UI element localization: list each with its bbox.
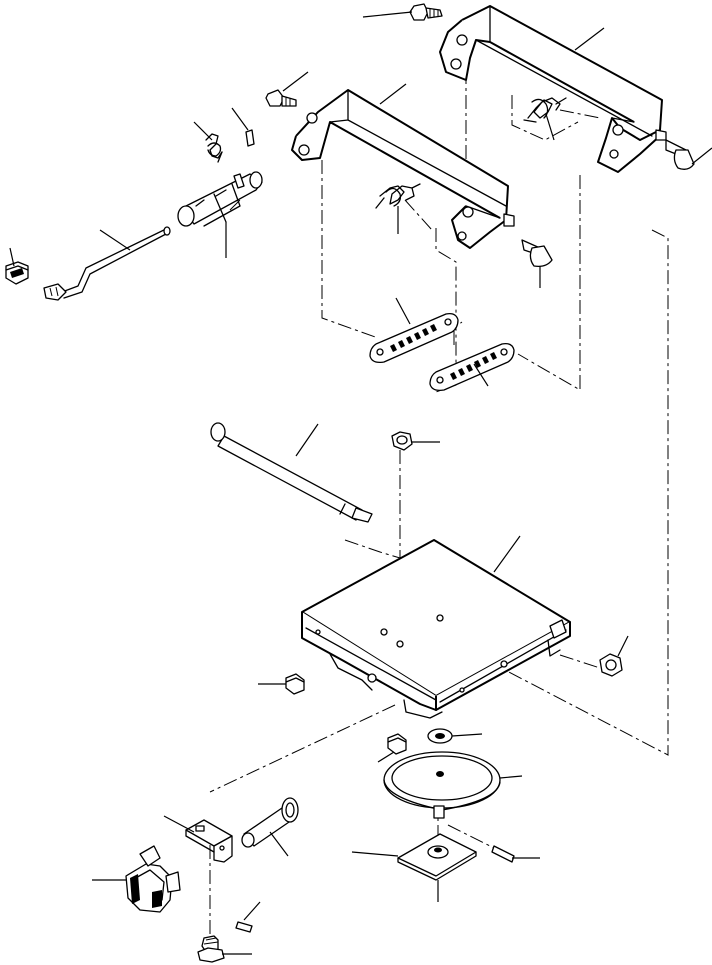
- mount-plate: [351, 833, 477, 902]
- hex-nut-side: [599, 635, 629, 677]
- rubber-stopper-right: [377, 733, 407, 763]
- rubber-stopper-left: [258, 673, 305, 695]
- pivot-pin: [241, 797, 299, 857]
- bracket-small: [163, 815, 233, 863]
- roll-pin: [491, 845, 540, 863]
- hex-nut-top: [391, 431, 440, 451]
- front-bracket: [291, 83, 509, 249]
- grip-cap: [5, 247, 29, 285]
- turntable-disc: [383, 751, 523, 819]
- knob-front-right: [503, 213, 553, 288]
- spring-front: [375, 183, 421, 234]
- bolt-upper-left: [265, 71, 309, 107]
- spring-latch: [193, 121, 223, 163]
- knob-rear-right: [655, 129, 712, 170]
- latch-tube: [177, 171, 263, 258]
- cotter-pin: [235, 901, 261, 933]
- spring-rear: [523, 97, 567, 141]
- lever-rod: [43, 226, 171, 301]
- lock-handle: [92, 845, 181, 913]
- bolt-top-right: [362, 3, 443, 21]
- bolt-bottom: [197, 935, 252, 963]
- slotted-plate-right: [429, 342, 515, 392]
- slotted-plate-left: [369, 297, 459, 364]
- rear-bracket: [439, 5, 663, 173]
- base-frame: [301, 535, 571, 719]
- long-shaft: [210, 422, 373, 523]
- pin-small: [231, 107, 255, 147]
- washer: [427, 728, 483, 744]
